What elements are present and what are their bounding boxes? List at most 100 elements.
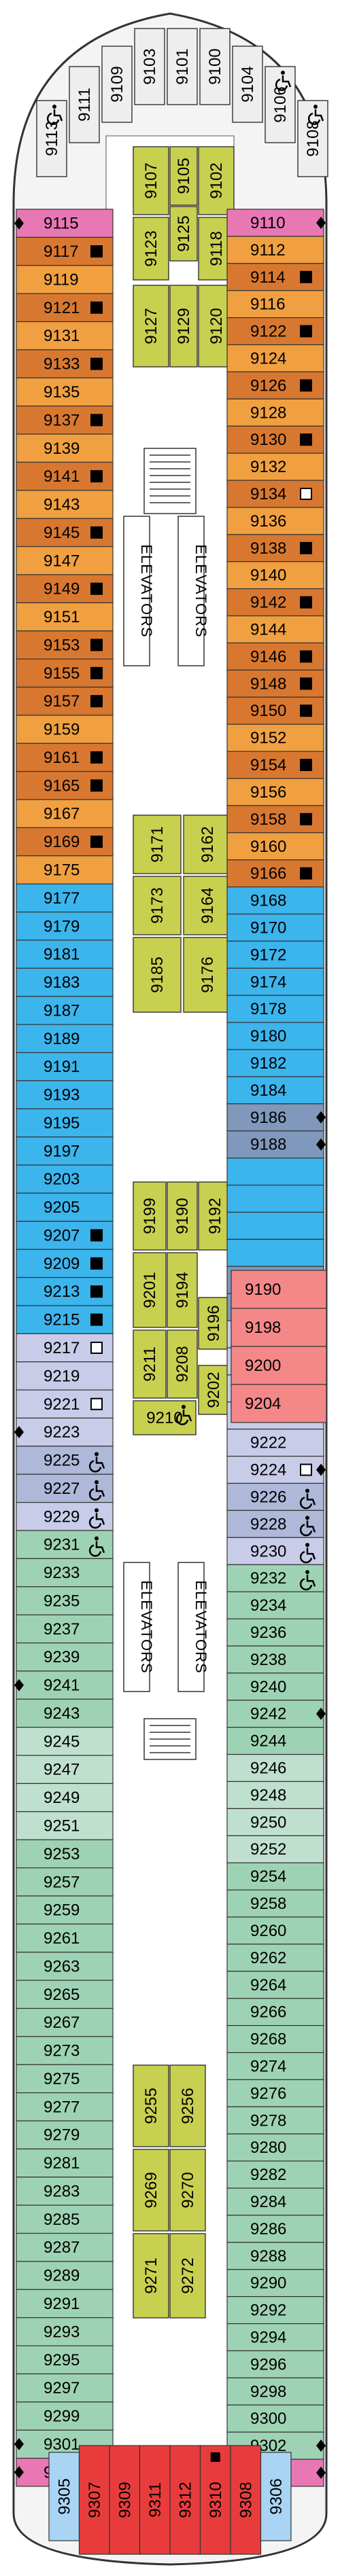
cabin[interactable]: 9101 — [167, 28, 198, 105]
cabin[interactable]: 9280 — [226, 2133, 324, 2162]
cabin[interactable]: 9175 — [16, 855, 114, 884]
cabin[interactable]: 9240 — [226, 1672, 324, 1701]
cabin[interactable]: 9207 — [16, 1221, 114, 1250]
cabin[interactable]: 9266 — [226, 1998, 324, 2026]
cabin[interactable]: 9171 — [133, 815, 182, 874]
cabin[interactable]: 9249 — [16, 1783, 114, 1812]
cabin[interactable]: 9253 — [16, 1839, 114, 1869]
cabin[interactable]: 9234 — [226, 1591, 324, 1620]
cabin[interactable]: 9129 — [169, 285, 198, 368]
cabin[interactable]: 9127 — [133, 285, 169, 368]
cabin[interactable]: 9282 — [226, 2160, 324, 2189]
cabin[interactable]: 9160 — [226, 832, 324, 861]
cabin[interactable]: 9128 — [226, 398, 324, 427]
cabin[interactable]: 9110 — [226, 209, 326, 237]
cabin[interactable]: 9138 — [226, 534, 324, 562]
cabin[interactable]: 9189 — [16, 1024, 114, 1054]
cabin[interactable]: 9308 — [230, 2445, 262, 2555]
cabin[interactable]: 9154 — [226, 751, 324, 779]
cabin[interactable]: 9141 — [16, 461, 114, 491]
cabin[interactable]: 9311 — [139, 2445, 171, 2555]
cabin[interactable] — [226, 1238, 324, 1267]
cabin[interactable]: 9139 — [16, 433, 114, 463]
cabin[interactable]: 9254 — [226, 1862, 324, 1891]
cabin[interactable]: 9299 — [16, 2401, 114, 2431]
cabin[interactable]: 9257 — [16, 1867, 114, 1897]
cabin[interactable]: 9289 — [16, 2261, 114, 2290]
cabin[interactable]: 9196 — [198, 1297, 229, 1350]
cabin[interactable]: 9179 — [16, 911, 114, 941]
cabin[interactable]: 9103 — [134, 28, 165, 105]
cabin[interactable]: 9161 — [16, 743, 114, 772]
cabin[interactable]: 9137 — [16, 406, 114, 435]
cabin[interactable]: 9104 — [232, 46, 263, 123]
cabin[interactable]: 9295 — [16, 2345, 114, 2375]
cabin[interactable]: 9162 — [183, 815, 232, 874]
cabin[interactable]: 9284 — [226, 2187, 324, 2216]
cabin[interactable]: 9203 — [16, 1164, 114, 1194]
cabin[interactable]: 9305 — [48, 2452, 80, 2541]
cabin[interactable]: 9147 — [16, 545, 114, 575]
cabin[interactable]: 9270 — [169, 2149, 206, 2232]
cabin[interactable]: 9185 — [133, 937, 182, 1013]
cabin[interactable]: 9181 — [16, 940, 114, 969]
cabin[interactable]: 9116 — [226, 290, 324, 319]
cabin[interactable]: 9208 — [167, 1329, 198, 1399]
cabin[interactable]: 9213 — [16, 1276, 114, 1306]
cabin[interactable]: 9153 — [16, 630, 114, 660]
cabin[interactable]: 9164 — [183, 876, 232, 935]
cabin[interactable]: 9107 — [133, 146, 169, 215]
cabin[interactable]: 9309 — [109, 2445, 141, 2555]
cabin[interactable]: 9204 — [231, 1384, 327, 1423]
cabin[interactable]: 9219 — [16, 1361, 114, 1391]
cabin[interactable]: 9229 — [16, 1502, 114, 1531]
cabin[interactable]: 9294 — [226, 2323, 324, 2352]
cabin[interactable]: 9211 — [133, 1329, 167, 1399]
cabin[interactable]: 9290 — [226, 2269, 324, 2297]
cabin[interactable]: 9274 — [226, 2052, 324, 2081]
cabin[interactable]: 9100 — [199, 28, 231, 105]
cabin[interactable]: 9310 — [199, 2445, 231, 2555]
cabin[interactable]: 9195 — [16, 1108, 114, 1138]
cabin[interactable]: 9102 — [198, 146, 235, 215]
cabin[interactable]: 9276 — [226, 2079, 324, 2107]
cabin[interactable]: 9297 — [16, 2373, 114, 2403]
cabin[interactable]: 9115 — [14, 209, 114, 238]
cabin[interactable]: 9152 — [226, 723, 324, 752]
cabin[interactable]: 9232 — [226, 1564, 324, 1592]
cabin[interactable]: 9150 — [226, 696, 324, 725]
cabin[interactable]: 9186 — [226, 1103, 326, 1132]
cabin[interactable]: 9230 — [226, 1537, 324, 1565]
cabin[interactable]: 9168 — [226, 887, 324, 915]
cabin[interactable]: 9278 — [226, 2106, 324, 2134]
cabin[interactable]: 9190 — [231, 1270, 327, 1309]
cabin[interactable]: 9241 — [14, 1670, 114, 1700]
cabin[interactable]: 9166 — [226, 859, 324, 888]
cabin[interactable]: 9114 — [226, 263, 324, 291]
cabin[interactable]: 9267 — [16, 2007, 114, 2037]
cabin[interactable]: 9182 — [226, 1049, 324, 1077]
cabin[interactable]: 9192 — [198, 1181, 232, 1251]
cabin[interactable]: 9291 — [16, 2289, 114, 2319]
cabin[interactable]: 9169 — [16, 827, 114, 857]
cabin[interactable]: 9233 — [16, 1558, 114, 1588]
cabin[interactable]: 9108 — [297, 100, 328, 177]
cabin[interactable]: 9277 — [16, 2092, 114, 2122]
cabin[interactable]: 9157 — [16, 686, 114, 716]
cabin[interactable]: 9227 — [16, 1473, 114, 1503]
cabin[interactable]: 9245 — [16, 1727, 114, 1756]
cabin[interactable]: 9244 — [226, 1727, 324, 1755]
cabin[interactable]: 9105 — [169, 146, 198, 206]
cabin[interactable]: 9256 — [169, 2064, 206, 2147]
cabin[interactable]: 9134 — [226, 480, 324, 508]
cabin[interactable]: 9201 — [133, 1252, 167, 1328]
cabin[interactable]: 9226 — [226, 1482, 324, 1511]
cabin[interactable]: 9200 — [231, 1346, 327, 1385]
cabin[interactable]: 9287 — [16, 2232, 114, 2262]
cabin[interactable]: 9265 — [16, 1980, 114, 2009]
cabin[interactable]: 9178 — [226, 995, 324, 1023]
cabin[interactable]: 9124 — [226, 344, 324, 373]
cabin[interactable]: 9312 — [169, 2445, 201, 2555]
cabin[interactable]: 9158 — [226, 805, 324, 834]
cabin[interactable]: 9106 — [265, 66, 296, 143]
